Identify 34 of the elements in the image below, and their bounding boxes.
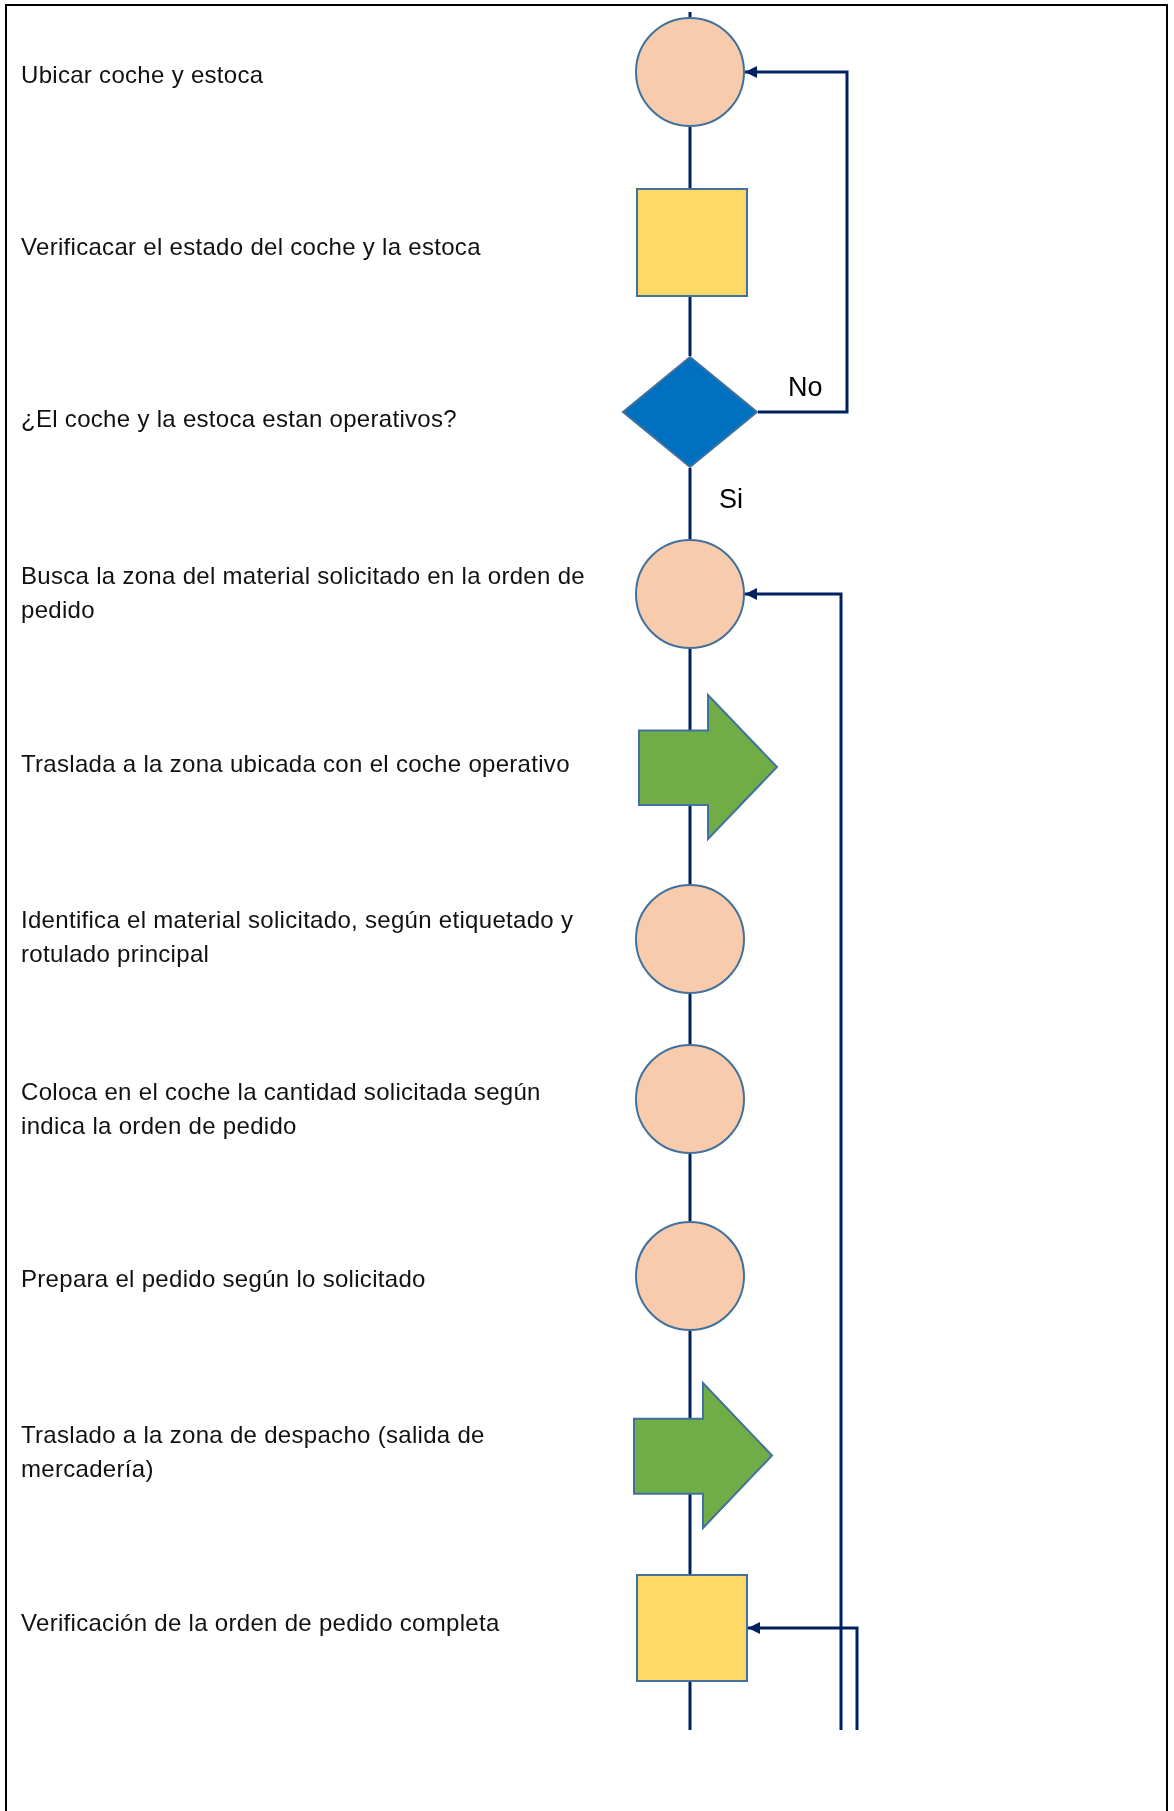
step-text: Ubicar coche y estoca	[21, 60, 265, 90]
step-text: ¿El coche y la estoca estan operativos?	[21, 404, 458, 434]
step-text: Identifica el material solicitado, según etiquetado y rotulado principal	[21, 905, 575, 969]
connector-line	[688, 1682, 692, 1730]
step-text: Prepara el pedido según lo solicitado	[21, 1264, 427, 1294]
connector-line	[688, 1154, 692, 1221]
arrow	[745, 588, 843, 1730]
step-text: Verificacar el estado del coche y la estoca	[21, 232, 482, 262]
connector-line	[688, 994, 692, 1044]
operation-circle	[635, 1221, 745, 1331]
step-text: Verificación de la orden de pedido completa	[21, 1608, 501, 1638]
arrow	[748, 1622, 859, 1730]
connector-line	[688, 1493, 692, 1574]
operation-circle	[635, 884, 745, 994]
inspection-square	[636, 188, 748, 297]
step-text: Traslada a la zona ubicada con el coche operativo	[21, 749, 571, 779]
connector-line	[688, 1331, 692, 1419]
decision-diamond	[622, 356, 758, 468]
step-text: Busca la zona del material solicitado en la orden de pedido	[21, 561, 586, 625]
inspection-square	[636, 1574, 748, 1682]
transport-symbol	[633, 1382, 773, 1529]
operation-circle	[635, 1044, 745, 1154]
connector-line	[688, 12, 692, 17]
connector-line	[688, 127, 692, 188]
connector-line	[688, 468, 692, 539]
operation-circle	[635, 539, 745, 649]
operation-circle	[635, 17, 745, 127]
step-text: Coloca en el coche la cantidad solicitada según indica la orden de pedido	[21, 1077, 542, 1141]
transport-symbol	[638, 694, 778, 840]
connector-line	[688, 649, 692, 731]
step-text: Traslado a la zona de despacho (salida de mercadería)	[21, 1420, 486, 1484]
connector-line	[688, 297, 692, 356]
arrow	[745, 66, 849, 414]
connector-line	[688, 804, 692, 884]
